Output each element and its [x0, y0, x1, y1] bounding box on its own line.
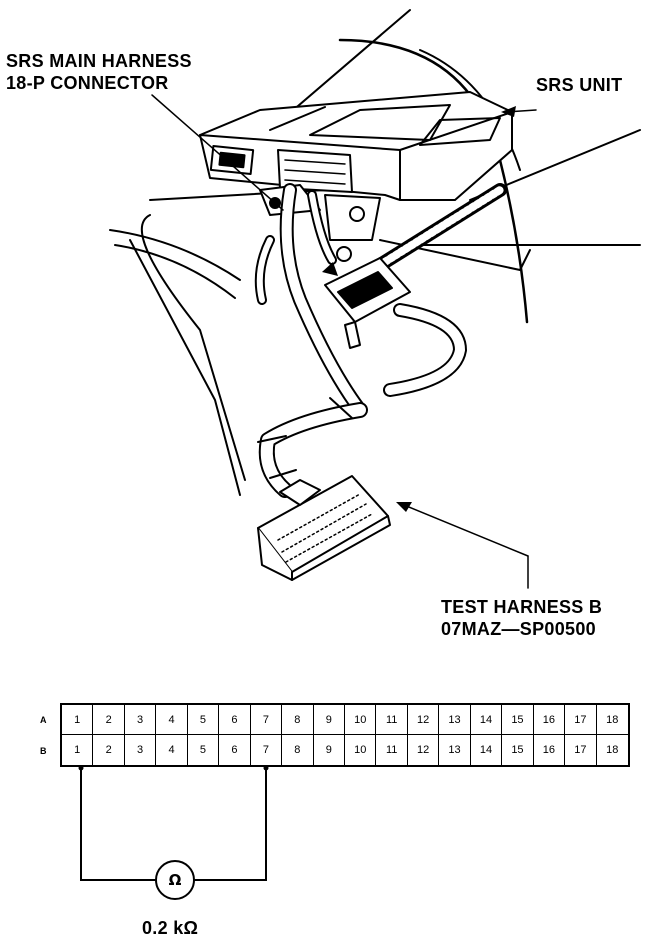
srs-unit-illustration: [109, 9, 641, 589]
srs-unit-top-line-1: [269, 106, 326, 131]
pin-a-18: 18: [596, 705, 628, 735]
srs-main-harness-line1: SRS MAIN HARNESS: [6, 51, 192, 71]
pin-a-5: 5: [187, 705, 220, 735]
test-harness-line1: TEST HARNESS B: [441, 597, 603, 617]
pin-b-16: 16: [534, 735, 566, 765]
srs-main-harness-line2: 18-P CONNECTOR: [6, 73, 169, 93]
pin-b-7: 7: [251, 735, 283, 765]
arrow-mid-connector-icon: [322, 262, 338, 276]
pin-b-9: 9: [314, 735, 345, 765]
pin-b-11: 11: [376, 735, 408, 765]
pin-b-12: 12: [408, 735, 440, 765]
leader-main-harness: [151, 94, 284, 211]
pin-b-3: 3: [125, 735, 157, 765]
pin-b-10: 10: [345, 735, 377, 765]
arrow-srs-unit-icon: [501, 106, 516, 117]
pin-b-4: 4: [156, 735, 188, 765]
pin-a-1: 1: [62, 705, 94, 735]
arrow-test-harness-icon: [396, 502, 412, 512]
pin-a-7: 7: [250, 705, 283, 735]
row-b-label: B: [40, 746, 47, 756]
probe-b1: [78, 765, 84, 771]
srs-unit-side-panel: [419, 117, 501, 146]
srs-unit-top-panel: [309, 104, 451, 141]
pin-a-13: 13: [439, 705, 471, 735]
pin-b-14: 14: [471, 735, 503, 765]
test-harness-line2: 07MAZ—SP00500: [441, 619, 596, 639]
pin-b-8: 8: [282, 735, 314, 765]
pin-a-12: 12: [407, 705, 440, 735]
pin-b-6: 6: [219, 735, 251, 765]
cable-line-inner: [114, 244, 236, 299]
ohm-symbol: Ω: [168, 871, 182, 889]
pin-b-5: 5: [188, 735, 220, 765]
row-a-label: A: [40, 715, 47, 725]
srs-unit-label: SRS UNIT: [536, 75, 623, 95]
pin-a-15: 15: [502, 705, 534, 735]
pin-a-6: 6: [219, 705, 251, 735]
pin-a-8: 8: [282, 705, 314, 735]
tunnel-line-1: [140, 214, 246, 481]
test-harness-label: TEST HARNESS B 07MAZ—SP00500: [441, 596, 602, 640]
pin-a-17: 17: [565, 705, 597, 735]
pin-a-10: 10: [345, 705, 377, 735]
pin-b-2: 2: [93, 735, 125, 765]
pin-a-9: 9: [313, 705, 345, 735]
tunnel-line-2: [129, 239, 241, 496]
mount-bracket-center: [324, 194, 381, 241]
resistance-reading: 0.2 kΩ: [142, 918, 199, 938]
pin-b-17: 17: [565, 735, 597, 765]
cable-line-outer: [109, 229, 241, 281]
pin-b-13: 13: [439, 735, 471, 765]
pin-a-16: 16: [533, 705, 566, 735]
lead-left: [80, 767, 156, 881]
pin-b-18: 18: [606, 744, 619, 756]
ohmmeter-icon: [155, 860, 195, 900]
pin-a-14: 14: [470, 705, 503, 735]
pin-b-1: 1: [62, 735, 94, 765]
probe-b7: [263, 765, 269, 771]
pin-a-11: 11: [376, 705, 408, 735]
pin-b-15: 15: [502, 735, 534, 765]
pin-a-3: 3: [124, 705, 157, 735]
bracket-line-low: [379, 239, 531, 271]
lead-right: [194, 767, 267, 881]
pin-a-4: 4: [156, 705, 188, 735]
leader-test-harness: [403, 504, 529, 557]
srs-main-harness-label: SRS MAIN HARNESS 18-P CONNECTOR: [6, 50, 192, 94]
pin-a-2: 2: [93, 705, 125, 735]
